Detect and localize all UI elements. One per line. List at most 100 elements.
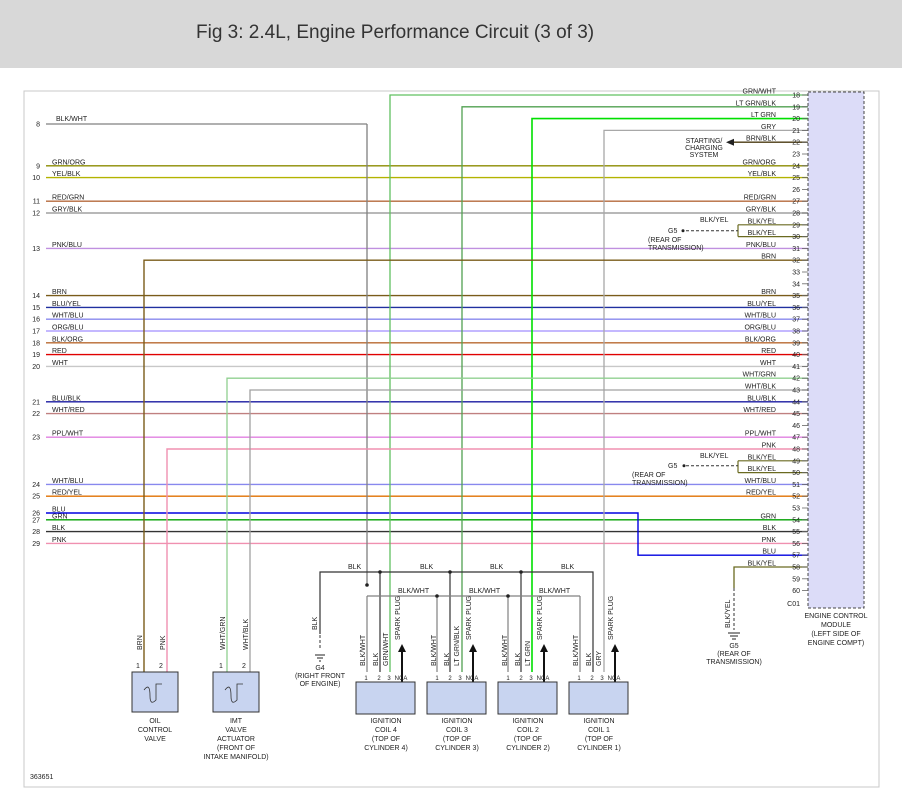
spark-plug-arrow: [469, 644, 477, 652]
wire-label: WHT: [52, 360, 69, 367]
ecm-wire-label: YEL/BLK: [748, 171, 777, 178]
wire-label: PNK: [52, 537, 67, 544]
oil-control-valve-pin: 2: [159, 663, 163, 670]
oil-control-valve-label: VALVE: [144, 736, 166, 743]
ecm-wire-label: BLK/ORG: [745, 336, 776, 343]
ecm-module: [807, 91, 865, 609]
coil-wire-label: LT GRN: [525, 641, 532, 666]
ecm-pin-number: 23: [792, 152, 800, 159]
coil-label: COIL 3: [446, 727, 468, 734]
ecm-pin-number: 28: [792, 211, 800, 218]
coil-label: (TOP OF: [372, 736, 400, 743]
coil-pin: 3: [387, 676, 391, 682]
oil-control-valve-label: OIL: [149, 718, 160, 725]
ecm-pin-number: 25: [792, 175, 800, 182]
ecm-pin-number: 45: [792, 411, 800, 418]
oil-control-valve-wire-label: BRN: [137, 635, 144, 650]
wire-label: GRN/ORG: [52, 159, 85, 166]
ecm-pin-number: 38: [792, 329, 800, 336]
ignition-coil: [426, 681, 487, 715]
ecm-wire-label: BLK/YEL: [748, 561, 777, 568]
g4-desc: OF ENGINE): [300, 681, 341, 688]
ecm-wire-label: BLU/YEL: [747, 301, 776, 308]
ecm-pin-number: 27: [792, 199, 800, 206]
wire-label: WHT/BLU: [52, 478, 84, 485]
imt-valve-actuator-label: VALVE: [225, 727, 247, 734]
ecm-pin-number: 59: [792, 576, 800, 583]
ignition-coil: [568, 681, 629, 715]
g4-desc: (RIGHT FRONT: [295, 673, 346, 680]
figure-id: 363651: [30, 774, 53, 781]
splice-dot: [506, 594, 510, 598]
imt-valve-actuator-pin: 2: [242, 663, 246, 670]
ecm-pin-number: 31: [792, 246, 800, 253]
ecm-wire-label: GRN/ORG: [743, 159, 776, 166]
coil-pin: 3: [529, 676, 533, 682]
ecm-wire-label: WHT/GRN: [743, 372, 776, 379]
ecm-pin-number: 34: [792, 281, 800, 288]
wire-number: 24: [32, 482, 40, 489]
coil-wire-label: BLK: [515, 652, 522, 666]
wire-number: 15: [32, 305, 40, 312]
component-layer: [131, 91, 865, 715]
coil-wire-label: BLK/WHT: [573, 634, 580, 666]
ecm-pin-number: 50: [792, 470, 800, 477]
imt-valve-actuator-wire-label: WHT/GRN: [220, 617, 227, 650]
ecm-pin-number: 32: [792, 258, 800, 265]
wire-label: BLU/BLK: [52, 395, 81, 402]
ecm-pin-number: 53: [792, 506, 800, 513]
ecm-wire-label: BLK/YEL: [748, 230, 777, 237]
g5-desc: (REAR OF: [717, 651, 750, 658]
wire-label: YEL/BLK: [52, 171, 81, 178]
g5-wire-label: BLK/YEL: [700, 453, 729, 460]
ecm-pin-number: 26: [792, 187, 800, 194]
coil-label: (TOP OF: [443, 736, 471, 743]
ecm-pin-number: 30: [792, 234, 800, 241]
coil-pin: 3: [600, 676, 604, 682]
ecm-wire-label: PPL/WHT: [745, 431, 777, 438]
ecm-wire-label: WHT/BLK: [745, 384, 776, 391]
wire-number: 29: [32, 541, 40, 548]
ecm-pin-number: 49: [792, 458, 800, 465]
wire-label: GRN: [52, 513, 68, 520]
wire-label: BLK: [52, 525, 66, 532]
coil-pin: 2: [519, 676, 523, 682]
wire-number: 11: [33, 199, 40, 206]
ecm-wire-label: BLU/BLK: [747, 395, 776, 402]
ecm-wire-label: BLK/YEL: [748, 454, 777, 461]
bus-label: BLK: [348, 564, 362, 571]
coil-label: COIL 2: [517, 727, 539, 734]
imt-valve-actuator: [212, 671, 260, 713]
ecm-wire-label: BLK: [763, 525, 777, 532]
ecm-pin-number: 33: [792, 270, 800, 277]
coil-label: COIL 4: [375, 727, 397, 734]
ecm-wire-label: WHT: [760, 360, 777, 367]
coil-pin: 1: [364, 676, 368, 682]
ecm-pin-number: 46: [792, 423, 800, 430]
coil-pin: NCA: [466, 676, 479, 682]
wire-label: BLK/ORG: [52, 336, 83, 343]
ecm-label: (LEFT SIDE OF: [811, 631, 860, 638]
g5-wire-label: BLK/YEL: [700, 217, 729, 224]
splice-dot: [519, 570, 523, 574]
ecm-pin-number: 51: [792, 482, 800, 489]
coil-wire-label: BLK/WHT: [360, 634, 367, 666]
bus-label: BLK/WHT: [539, 588, 571, 595]
splice-dot: [365, 583, 369, 587]
g5-label: G5: [668, 463, 677, 470]
ecm-wire-label: BRN/BLK: [746, 136, 776, 143]
ecm-wire-label: RED/YEL: [746, 490, 776, 497]
bus-label: BLK: [490, 564, 504, 571]
coil-wire-label: LT GRN/BLK: [454, 625, 461, 666]
arrow-head: [726, 138, 734, 146]
ecm-pin-number: 43: [792, 388, 800, 395]
splice-dot: [435, 594, 439, 598]
ecm-pin-number: 47: [792, 435, 800, 442]
ecm-wire-label: BLU: [762, 549, 776, 556]
wire-number: 17: [32, 329, 40, 336]
wire-label: PPL/WHT: [52, 431, 84, 438]
ecm-pin-number: 56: [792, 541, 800, 548]
coil-label: CYLINDER 2): [506, 745, 550, 752]
splice-dot: [448, 570, 452, 574]
